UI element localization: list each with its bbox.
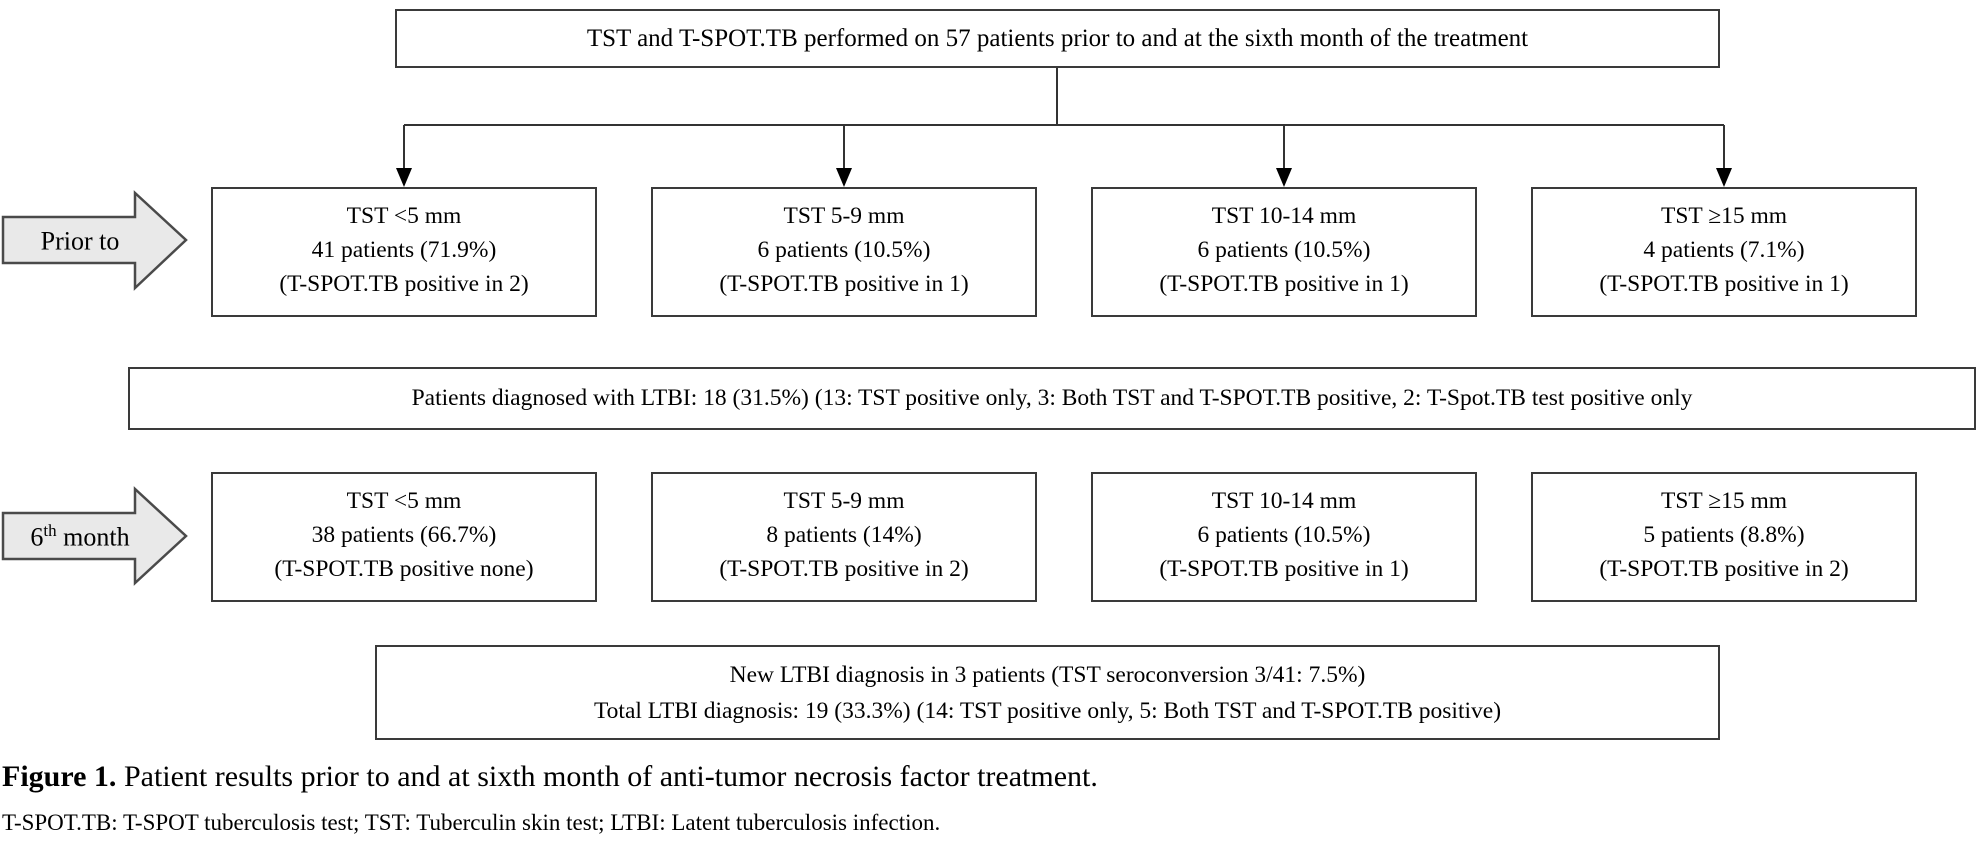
month6-tst-lt5-box: TST <5 mm 38 patients (66.7%) (T-SPOT.TB… — [211, 472, 597, 602]
box-line-3: (T-SPOT.TB positive in 1) — [1599, 271, 1849, 297]
box-line-2: 38 patients (66.7%) — [311, 522, 497, 548]
box-line-1: TST 5-9 mm — [783, 488, 905, 514]
arrowhead-down-2 — [836, 168, 852, 187]
figure-footnote: T-SPOT.TB: T-SPOT tuberculosis test; TST… — [2, 810, 1982, 836]
sixth-month-label-rest: month — [56, 522, 130, 552]
month6-tst-ge15-box: TST ≥15 mm 5 patients (8.8%) (T-SPOT.TB … — [1531, 472, 1917, 602]
root-box: TST and T-SPOT.TB performed on 57 patien… — [395, 9, 1720, 68]
prior-to-label-text: Prior to — [40, 226, 120, 256]
prior-tst-5-9-box: TST 5-9 mm 6 patients (10.5%) (T-SPOT.TB… — [651, 187, 1037, 317]
box-line-1: TST 10-14 mm — [1211, 488, 1357, 514]
figure-footnote-text: T-SPOT.TB: T-SPOT tuberculosis test; TST… — [2, 810, 941, 835]
arrowhead-down-3 — [1276, 168, 1292, 187]
box-line-3: (T-SPOT.TB positive in 2) — [1599, 556, 1849, 582]
box-line-3: (T-SPOT.TB positive in 1) — [1159, 556, 1409, 582]
box-line-1: TST ≥15 mm — [1660, 203, 1788, 229]
new-ltbi-line-1: New LTBI diagnosis in 3 patients (TST se… — [729, 661, 1366, 688]
figure-caption-text: Patient results prior to and at sixth mo… — [116, 760, 1098, 793]
arrowhead-down-1 — [396, 168, 412, 187]
figure-caption-label: Figure 1. — [2, 760, 117, 793]
month6-tst-10-14-box: TST 10-14 mm 6 patients (10.5%) (T-SPOT.… — [1091, 472, 1477, 602]
box-line-1: TST <5 mm — [346, 203, 462, 229]
box-line-1: TST 10-14 mm — [1211, 203, 1357, 229]
prior-to-block-arrow-icon — [1, 190, 188, 291]
box-line-3: (T-SPOT.TB positive in 2) — [279, 271, 529, 297]
box-line-3: (T-SPOT.TB positive none) — [274, 556, 534, 582]
box-line-2: 6 patients (10.5%) — [757, 237, 931, 263]
box-line-1: TST ≥15 mm — [1660, 488, 1788, 514]
box-line-2: 6 patients (10.5%) — [1197, 522, 1371, 548]
box-line-3: (T-SPOT.TB positive in 1) — [1159, 271, 1409, 297]
box-line-2: 6 patients (10.5%) — [1197, 237, 1371, 263]
new-ltbi-line-2: Total LTBI diagnosis: 19 (33.3%) (14: TS… — [593, 697, 1502, 724]
arrowhead-down-4 — [1716, 168, 1732, 187]
sixth-month-label: 6th month — [0, 521, 160, 553]
figure-caption: Figure 1. Patient results prior to and a… — [2, 760, 1982, 794]
prior-tst-10-14-box: TST 10-14 mm 6 patients (10.5%) (T-SPOT.… — [1091, 187, 1477, 317]
ltbi-summary-text: Patients diagnosed with LTBI: 18 (31.5%)… — [411, 385, 1693, 411]
ltbi-summary-box: Patients diagnosed with LTBI: 18 (31.5%)… — [128, 367, 1976, 430]
sixth-month-label-text: 6 — [30, 522, 44, 552]
month6-tst-5-9-box: TST 5-9 mm 8 patients (14%) (T-SPOT.TB p… — [651, 472, 1037, 602]
new-ltbi-summary-box: New LTBI diagnosis in 3 patients (TST se… — [375, 645, 1720, 740]
box-line-2: 5 patients (8.8%) — [1643, 522, 1805, 548]
flowchart-connectors — [1, 68, 1732, 586]
sixth-month-block-arrow-icon — [1, 486, 188, 586]
box-line-3: (T-SPOT.TB positive in 1) — [719, 271, 969, 297]
box-line-2: 8 patients (14%) — [766, 522, 922, 548]
box-line-3: (T-SPOT.TB positive in 2) — [719, 556, 969, 582]
box-line-2: 41 patients (71.9%) — [311, 237, 497, 263]
prior-tst-lt5-box: TST <5 mm 41 patients (71.9%) (T-SPOT.TB… — [211, 187, 597, 317]
box-line-1: TST 5-9 mm — [783, 203, 905, 229]
box-line-2: 4 patients (7.1%) — [1643, 237, 1805, 263]
root-box-text: TST and T-SPOT.TB performed on 57 patien… — [586, 24, 1529, 52]
prior-to-label: Prior to — [0, 225, 160, 257]
sixth-month-label-sup: th — [43, 521, 57, 540]
box-line-1: TST <5 mm — [346, 488, 462, 514]
prior-tst-ge15-box: TST ≥15 mm 4 patients (7.1%) (T-SPOT.TB … — [1531, 187, 1917, 317]
